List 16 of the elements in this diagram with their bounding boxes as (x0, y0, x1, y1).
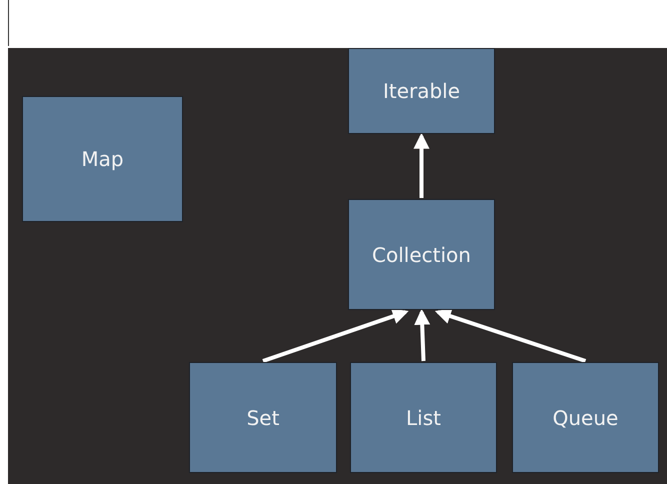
class-box (512, 362, 659, 473)
box-label: List (406, 406, 441, 430)
class-box (189, 362, 337, 473)
arrow (434, 308, 586, 363)
box-label: Set (246, 406, 280, 430)
box-label: Queue (552, 406, 618, 430)
box-label: Collection (372, 242, 471, 266)
class-box (350, 362, 497, 473)
box-label: Iterable (382, 79, 460, 103)
arrow (262, 308, 409, 363)
class-box (22, 96, 183, 222)
class-box (348, 48, 495, 134)
arrow (414, 308, 430, 362)
arrow (414, 132, 430, 198)
box-label: Map (81, 147, 124, 171)
class-box (348, 199, 495, 310)
